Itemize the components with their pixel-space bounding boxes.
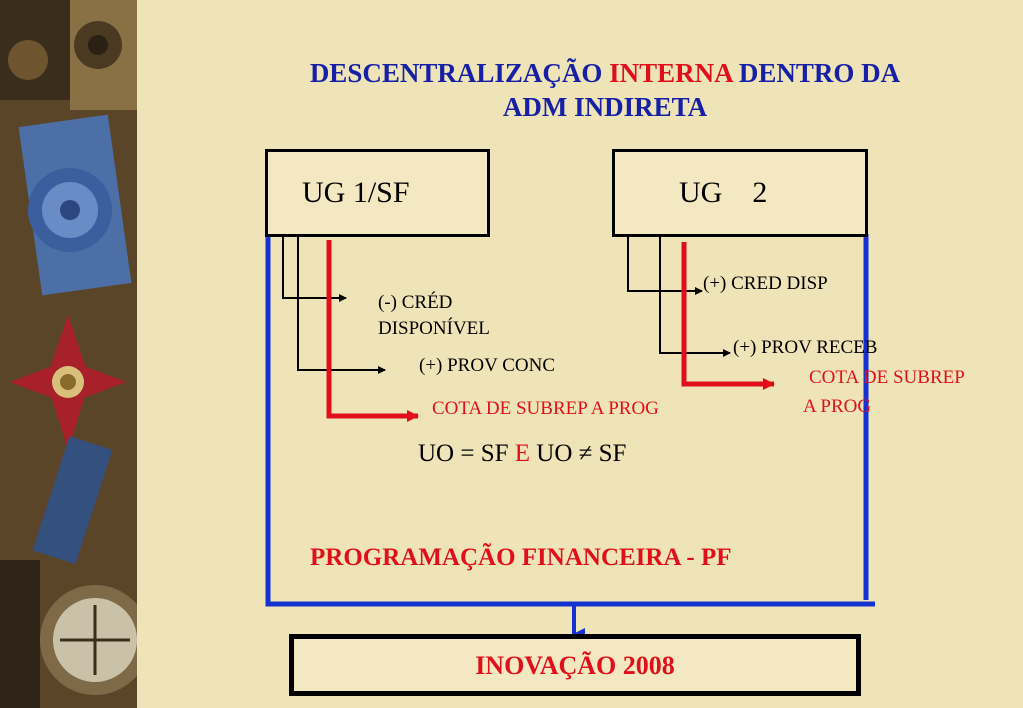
decorative-photo-strip [0,0,137,708]
equation-left: UO = SF [418,440,509,467]
equation: UO = SF E UO ≠ SF [418,440,626,468]
ug1-cota: COTA DE SUBREP A PROG [432,398,659,419]
medals-illustration [0,0,137,708]
pf-frame [265,234,875,640]
ug1-box: UG 1/SF [265,149,490,237]
inovacao-label: INOVAÇÃO 2008 [475,651,675,680]
ug2-prov-receb: (+) PROV RECEB [733,337,878,358]
equation-connector: E [514,440,531,467]
equation-right: UO ≠ SF [536,440,627,467]
ug2-label: UG 2 [679,176,768,209]
title-highlight: INTERNA [609,58,733,88]
title-line2: ADM INDIRETA [502,92,708,122]
slide-title: DESCENTRALIZAÇÃO INTERNA DENTRO DA ADM I… [215,56,995,124]
pf-label: PROGRAMAÇÃO FINANCEIRA - PF [310,544,732,571]
ug2-box: UG 2 [612,149,868,237]
ug1-cred-disp-line2: DISPONÍVEL [378,318,490,339]
ug1-connectors [282,237,419,422]
inovacao-box: INOVAÇÃO 2008 [289,634,861,696]
title-part2: DENTRO DA [738,58,901,88]
ug2-connectors [627,237,775,390]
ug2-cota-line2: A PROG [803,396,872,417]
ug2-cota-line1: COTA DE SUBREP [809,367,965,388]
ug2-cred-disp: (+) CRED DISP [703,273,828,294]
ug1-prov-conc: (+) PROV CONC [419,355,555,376]
ug1-label: UG 1/SF [302,176,410,209]
title-part1: DESCENTRALIZAÇÃO [309,58,603,88]
ug1-cred-disp-line1: (-) CRÉD [378,292,453,313]
